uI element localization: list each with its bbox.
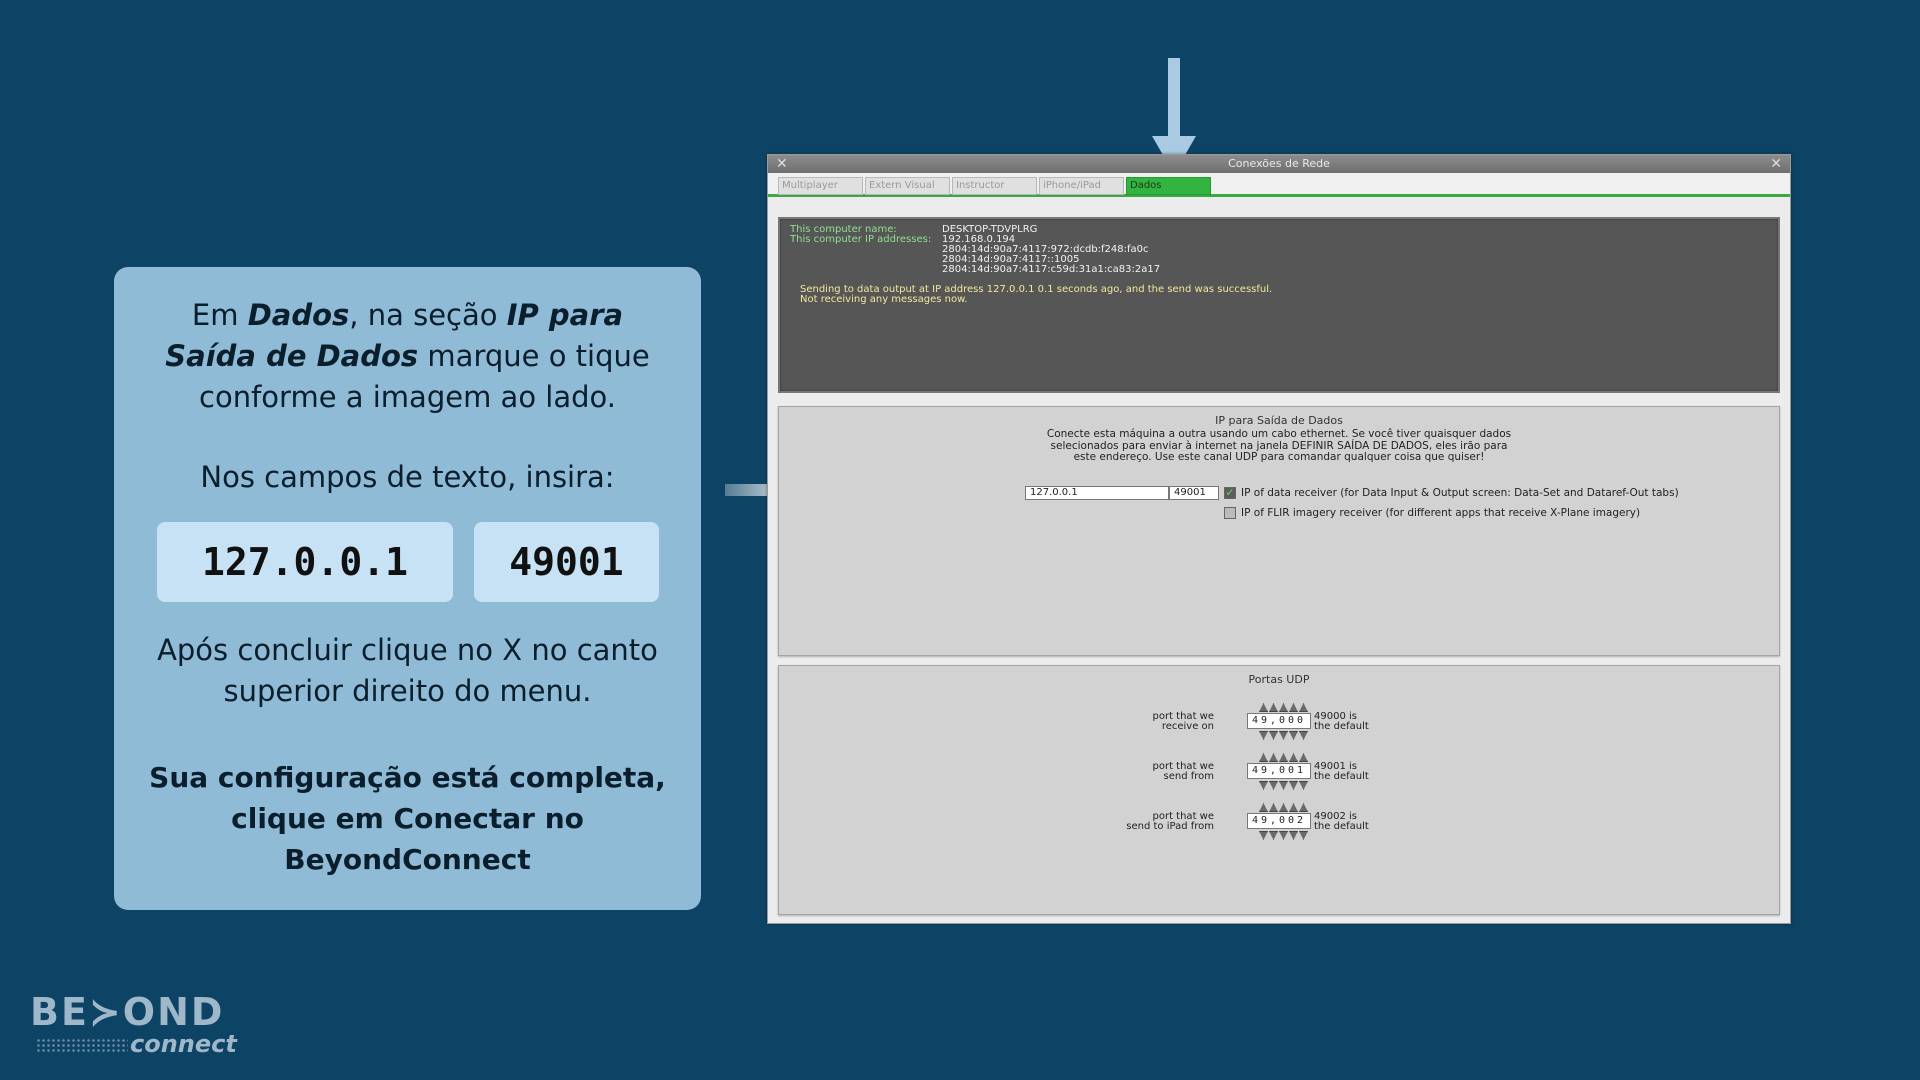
ip-address: 192.168.0.194: [942, 234, 1016, 245]
instruction-text: marque o tique conforme a imagem ao lado…: [199, 339, 650, 414]
receive-status-message: Not receiving any messages now.: [800, 294, 968, 305]
port-increment-arrows[interactable]: [1259, 803, 1309, 812]
network-connections-window: ✕ Conexões de Rede ✕ Multiplayer Extern …: [767, 154, 1791, 924]
port-value-box: 49001: [474, 522, 659, 602]
instruction-paragraph-4: Sua configuração está completa, clique e…: [149, 761, 666, 876]
instruction-paragraph-1: Em Dados, na seção IP para Saída de Dado…: [144, 295, 671, 418]
panel-title: IP para Saída de Dados: [1215, 414, 1343, 427]
flir-receiver-checkbox[interactable]: [1224, 507, 1236, 519]
close-left-icon[interactable]: ✕: [776, 156, 788, 172]
instruction-paragraph-3: Após concluir clique no X no canto super…: [157, 633, 658, 708]
panel-description: Conecte esta máquina a outra usando um c…: [1046, 428, 1512, 463]
port-value-field[interactable]: 49,001: [1247, 763, 1311, 779]
tab-instructor[interactable]: Instructor: [952, 177, 1037, 195]
network-info-panel: This computer name: DESKTOP-TDVPLRG This…: [778, 217, 1780, 393]
port-value-field[interactable]: 49,000: [1247, 713, 1311, 729]
instruction-card: Em Dados, na seção IP para Saída de Dado…: [114, 267, 701, 910]
port-decrement-arrows[interactable]: [1259, 781, 1309, 790]
emphasis-text: Dados: [247, 298, 350, 332]
tab-bar: Multiplayer Extern Visual Instructor iPh…: [768, 173, 1790, 197]
window-title: Conexões de Rede: [1228, 157, 1330, 170]
computer-name-label: This computer name:: [790, 224, 897, 235]
tab-extern-visual[interactable]: Extern Visual: [865, 177, 950, 195]
tab-multiplayer[interactable]: Multiplayer: [778, 177, 863, 195]
computer-ip-label: This computer IP addresses:: [790, 234, 932, 245]
panel-title: Portas UDP: [1248, 673, 1310, 686]
port-decrement-arrows[interactable]: [1259, 731, 1309, 740]
port-decrement-arrows[interactable]: [1259, 831, 1309, 840]
tab-dados[interactable]: Dados: [1126, 177, 1211, 195]
instruction-text: , na seção: [349, 298, 507, 332]
port-value-field[interactable]: 49,002: [1247, 813, 1311, 829]
window-titlebar[interactable]: ✕ Conexões de Rede ✕: [768, 155, 1790, 173]
data-receiver-ip-input[interactable]: 127.0.0.1: [1025, 486, 1169, 500]
port-increment-arrows[interactable]: [1259, 703, 1309, 712]
logo-dots-pattern: [36, 1038, 128, 1054]
send-status-message: Sending to data output at IP address 127…: [800, 284, 1273, 295]
flir-receiver-label: IP of FLIR imagery receiver (for differe…: [1241, 507, 1641, 519]
ip-address: 2804:14d:90a7:4117:c59d:31a1:ca83:2a17: [942, 264, 1161, 275]
ip-address: 2804:14d:90a7:4117:972:dcdb:f248:fa0c: [942, 244, 1149, 255]
instruction-text: Em: [191, 298, 248, 332]
beyond-connect-logo: BE≻OND connect: [30, 990, 250, 1060]
port-increment-arrows[interactable]: [1259, 753, 1309, 762]
ip-address: 2804:14d:90a7:4117::1005: [942, 254, 1080, 265]
tab-iphone-ipad[interactable]: iPhone/iPad: [1039, 177, 1124, 195]
data-receiver-checkbox[interactable]: ✓: [1224, 486, 1236, 499]
ip-value-box: 127.0.0.1: [157, 522, 453, 602]
close-window-icon[interactable]: ✕: [1770, 156, 1782, 172]
instruction-paragraph-2: Nos campos de texto, insira:: [200, 460, 615, 494]
data-receiver-label: IP of data receiver (for Data Input & Ou…: [1241, 487, 1679, 499]
data-receiver-port-input[interactable]: 49001: [1169, 486, 1219, 500]
computer-name-value: DESKTOP-TDVPLRG: [942, 224, 1038, 235]
emphasis-text: IP para Saída de Dados: [165, 298, 624, 373]
logo-word-beyond: BE≻OND: [30, 990, 225, 1034]
ip-data-output-panel: IP para Saída de Dados Conecte esta máqu…: [778, 406, 1780, 656]
logo-word-connect: connect: [130, 1030, 237, 1058]
